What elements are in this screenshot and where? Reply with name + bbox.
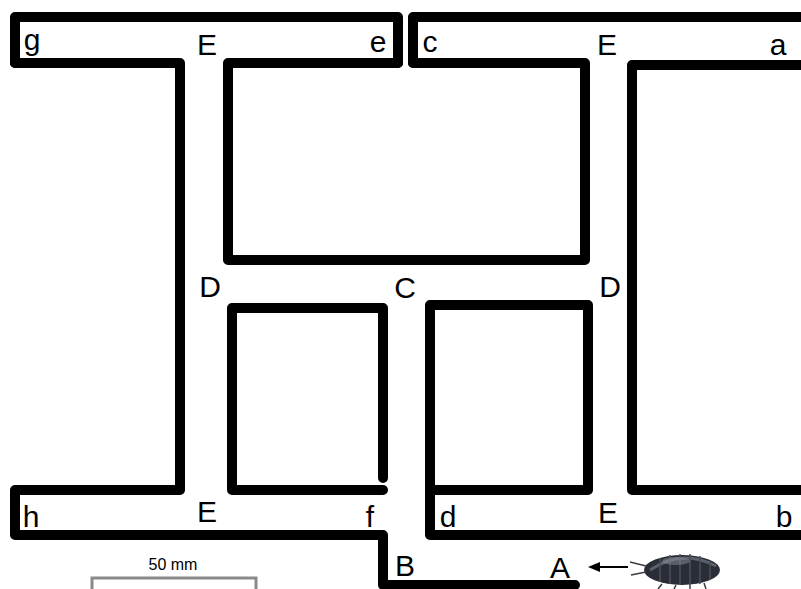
isopod-illustration [630,554,720,589]
position-letter: E [598,498,618,528]
position-letter: h [23,502,40,532]
position-letter: e [370,27,387,57]
position-letter: C [394,273,416,303]
position-letter: E [597,30,617,60]
position-letter: g [24,25,41,55]
position-letter: E [197,30,217,60]
position-letter: E [197,497,217,527]
scale-label: 50 mm [149,557,198,573]
position-letter: D [599,272,621,302]
position-letter: b [776,502,793,532]
position-letter: d [440,502,457,532]
position-letter: c [423,27,438,57]
position-letter: f [366,502,374,532]
position-letter: a [770,30,787,60]
position-letter: B [395,551,415,581]
scale-bar [92,578,256,589]
position-letter: D [199,272,221,302]
position-letter: A [550,553,570,583]
entry-arrow [588,562,628,572]
